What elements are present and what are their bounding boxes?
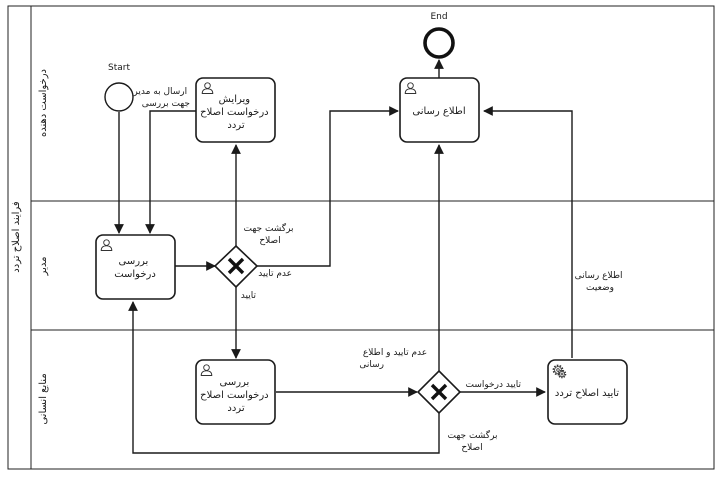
- start-event[interactable]: Start: [104, 63, 134, 112]
- task-notify-label: اطلاع رسانی: [412, 106, 465, 117]
- lane-label-manager: مدیر: [38, 257, 49, 277]
- task-hr-review[interactable]: بررسی درخواست اصلاح تردد: [195, 359, 276, 425]
- task-manager-review-label: بررسی درخواست: [114, 256, 156, 280]
- task-edit-request[interactable]: ویرایش درخواست اصلاح تردد: [195, 77, 276, 143]
- gateway-manager[interactable]: [213, 244, 259, 289]
- gateway-hr[interactable]: [416, 369, 462, 415]
- end-event-label: End: [430, 12, 447, 22]
- flow-edit-to-review[interactable]: [145, 110, 196, 234]
- flow-label-approved: تایید: [241, 291, 257, 301]
- lane-label-requester: درخواست دهنده: [38, 69, 49, 137]
- task-approve-label: تایید اصلاح تردد: [555, 388, 619, 399]
- flow-approve-to-notify[interactable]: [483, 106, 573, 358]
- flow-gateway-to-notify[interactable]: [257, 106, 399, 267]
- task-notify[interactable]: اطلاع رسانی: [399, 77, 480, 143]
- end-event[interactable]: End: [423, 12, 455, 59]
- task-approve[interactable]: تایید اصلاح تردد: [547, 359, 628, 425]
- lane-hr: منابع انسانی: [38, 373, 49, 424]
- flow-label-return-manager: برگشت جهت اصلاح: [244, 222, 297, 246]
- task-edit-request-label: ویرایش درخواست اصلاح تردد: [200, 94, 272, 131]
- exclusive-gateway-icon: [227, 257, 245, 275]
- lane-manager: مدیر: [38, 257, 49, 277]
- pool-label: فرایند اصلاح تردد: [11, 201, 22, 273]
- flow-label-reject-and-notify: عدم تایید و اطلاع رسانی: [359, 348, 430, 370]
- lane-label-hr: منابع انسانی: [38, 373, 49, 424]
- flow-label-send-to-manager: ارسال به مدیر جهت بررسی: [132, 87, 190, 109]
- sequence-flows: [114, 59, 573, 454]
- task-manager-review[interactable]: بررسی درخواست: [95, 234, 176, 300]
- task-hr-review-label: بررسی درخواست اصلاح تردد: [200, 377, 272, 414]
- flow-hr-gateway-to-manager-review[interactable]: [128, 301, 440, 454]
- flow-label-approve-request: تایید درخواست: [466, 380, 522, 390]
- flow-label-not-approved: عدم تایید: [258, 269, 292, 279]
- flow-label-status-notify: اطلاع رسانی وضعیت: [575, 271, 626, 293]
- flow-label-return-hr: برگشت جهت اصلاح: [448, 429, 501, 453]
- exclusive-gateway-icon: [430, 383, 448, 401]
- lane-requester: درخواست دهنده: [38, 69, 49, 137]
- start-event-label: Start: [108, 63, 130, 73]
